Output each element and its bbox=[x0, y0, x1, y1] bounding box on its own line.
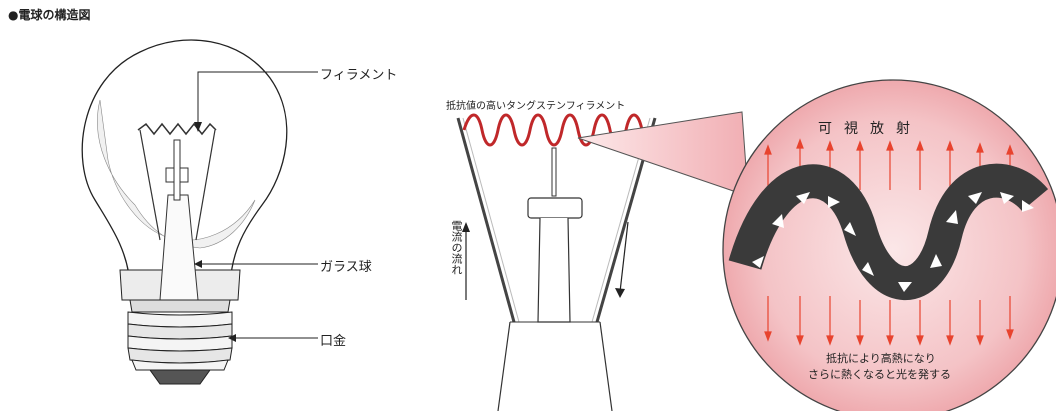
current-arrow-down-head bbox=[615, 288, 625, 298]
current-flow-label: 電流の流れ bbox=[450, 220, 463, 275]
magnified-view bbox=[722, 79, 1056, 411]
heat-caption-line1: 抵抗により高熱になり bbox=[826, 352, 936, 365]
magnified-circle bbox=[722, 79, 1056, 411]
leader-filament bbox=[197, 71, 318, 126]
tungsten-label: 抵抗値の高いタングステンフィラメント bbox=[446, 101, 626, 112]
magnified-filament-wave bbox=[728, 163, 1049, 301]
stem-rod bbox=[173, 139, 181, 201]
lead-wire-left bbox=[139, 129, 161, 241]
base-label: 口金 bbox=[320, 334, 347, 349]
filament-label: フィラメント bbox=[320, 68, 398, 83]
leader-lines bbox=[194, 71, 318, 342]
closeup-glass-stem bbox=[537, 217, 571, 323]
current-arrow-down bbox=[619, 221, 629, 293]
closeup-lead-left bbox=[456, 117, 516, 323]
bulb-filament bbox=[137, 122, 217, 136]
current-arrow-up-head bbox=[462, 222, 470, 232]
light-bulb bbox=[81, 39, 288, 385]
visible-radiation-label: 可視放射 bbox=[818, 121, 922, 137]
filament-closeup bbox=[456, 113, 657, 411]
glass-bulb-label: ガラス球 bbox=[320, 260, 372, 275]
closeup-glass-body bbox=[497, 321, 613, 411]
closeup-lead-left-inner bbox=[462, 117, 520, 323]
diagram-title: ●電球の構造図 bbox=[8, 8, 91, 22]
heat-caption-line2: さらに熱くなると光を発する bbox=[808, 368, 951, 381]
closeup-stem-rod bbox=[551, 147, 557, 197]
bulb-inner-shadow bbox=[97, 99, 256, 249]
lead-wire-right bbox=[195, 129, 216, 241]
leader-filament-arrow bbox=[194, 122, 202, 132]
zoom-cone bbox=[577, 111, 749, 197]
electron-arrows bbox=[752, 192, 1034, 292]
closeup-stem-button bbox=[527, 197, 583, 219]
radiation-arrows bbox=[764, 138, 1014, 346]
leader-base-arrow bbox=[228, 334, 236, 342]
bulb-screw-base bbox=[127, 299, 233, 385]
leader-glass-arrow bbox=[194, 260, 202, 268]
